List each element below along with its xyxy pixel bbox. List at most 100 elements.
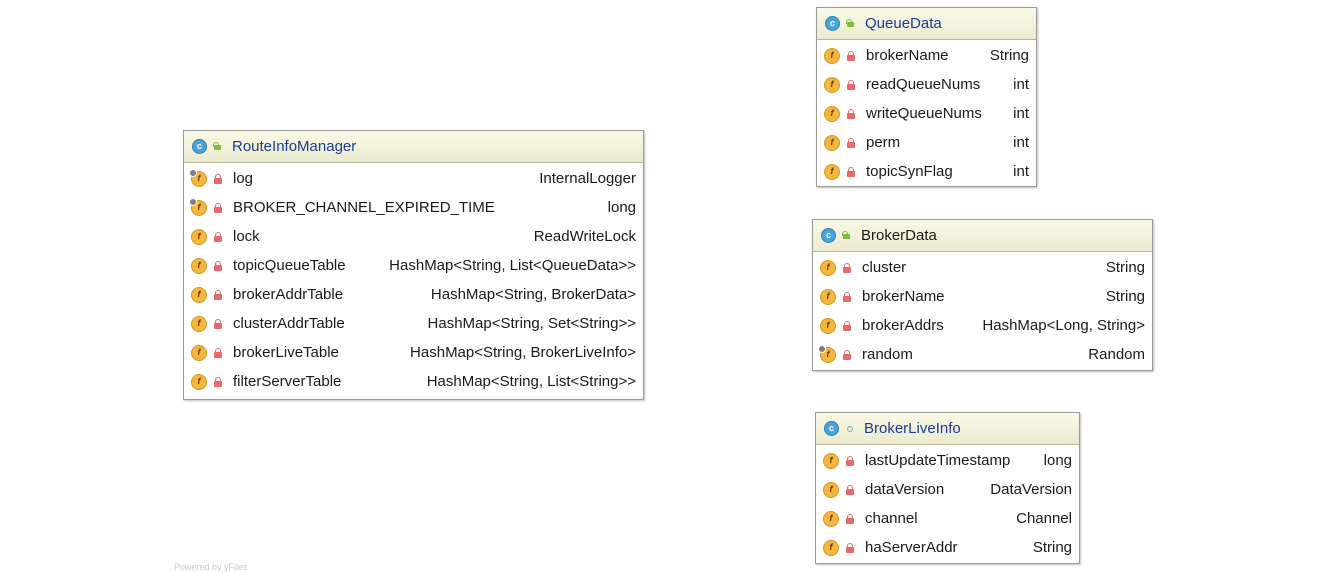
field-row[interactable]: f clusterAddrTable HashMap<String, Set<S… [184,309,643,338]
static-field-icon: f [189,197,207,216]
field-icon: f [191,257,207,274]
field-type: String [989,47,1029,64]
field-name: clusterAddrTable [233,315,345,332]
field-list: f log InternalLogger f BROKER_CHANNEL_EX… [184,163,643,396]
lock-icon [846,542,854,553]
field-name: BROKER_CHANNEL_EXPIRED_TIME [233,199,495,216]
field-row[interactable]: f brokerAddrTable HashMap<String, Broker… [184,280,643,309]
field-icon: f [191,228,207,245]
field-row[interactable]: f dataVersion DataVersion [816,475,1079,504]
field-row[interactable]: f brokerLiveTable HashMap<String, Broker… [184,338,643,367]
class-name: QueueData [865,15,942,32]
field-row[interactable]: f topicSynFlag int [817,157,1036,186]
class-card-broker-data[interactable]: c BrokerData f cluster String f brokerNa… [812,219,1153,371]
field-icon: f [820,259,836,276]
field-name: haServerAddr [865,539,958,556]
class-card-route-info-manager[interactable]: c RouteInfoManager f log InternalLogger … [183,130,644,400]
class-header: c BrokerLiveInfo [816,413,1079,445]
class-name: RouteInfoManager [232,138,357,155]
lock-icon [847,166,855,177]
field-name: topicQueueTable [233,257,346,274]
lock-icon [214,376,222,387]
field-name: lastUpdateTimestamp [865,452,1011,469]
field-type: DataVersion [990,481,1072,498]
field-icon: f [823,452,839,469]
field-icon: f [824,134,840,151]
class-icon: c [192,139,207,154]
field-list: f brokerName String f readQueueNums int … [817,40,1036,186]
field-name: brokerLiveTable [233,344,339,361]
unlock-icon [842,231,851,240]
package-dot-icon [845,424,854,433]
lock-icon [847,137,855,148]
field-type: int [1013,105,1029,122]
field-row[interactable]: f readQueueNums int [817,70,1036,99]
field-row[interactable]: f lastUpdateTimestamp long [816,446,1079,475]
field-row[interactable]: f lock ReadWriteLock [184,222,643,251]
field-type: long [1043,452,1072,469]
field-row[interactable]: f cluster String [813,253,1152,282]
field-type: int [1013,134,1029,151]
class-icon: c [825,16,840,31]
field-row[interactable]: f filterServerTable HashMap<String, List… [184,367,643,396]
field-icon: f [191,315,207,332]
powered-by-text: Powered by yFiles [174,562,248,572]
field-type: HashMap<String, BrokerLiveInfo> [410,344,636,361]
field-name: brokerName [866,47,949,64]
class-header: c RouteInfoManager [184,131,643,163]
field-row[interactable]: f topicQueueTable HashMap<String, List<Q… [184,251,643,280]
field-type: Random [1088,346,1145,363]
unlock-icon [213,142,222,151]
class-header: c BrokerData [813,220,1152,252]
field-icon: f [824,163,840,180]
field-row[interactable]: f haServerAddr String [816,533,1079,562]
field-icon: f [823,510,839,527]
field-name: filterServerTable [233,373,342,390]
field-row[interactable]: f random Random [813,340,1152,369]
field-type: String [1105,259,1145,276]
field-name: perm [866,134,901,151]
field-icon: f [191,286,207,303]
field-icon: f [824,47,840,64]
lock-icon [843,262,851,273]
field-name: brokerAddrTable [233,286,344,303]
class-name: BrokerData [861,227,937,244]
field-row[interactable]: f brokerName String [813,282,1152,311]
field-icon: f [823,481,839,498]
field-name: channel [865,510,918,527]
class-icon: c [824,421,839,436]
field-type: int [1013,76,1029,93]
class-header: c QueueData [817,8,1036,40]
field-icon: f [820,317,836,334]
lock-icon [843,291,851,302]
field-type: String [1105,288,1145,305]
class-card-broker-live-info[interactable]: c BrokerLiveInfo f lastUpdateTimestamp l… [815,412,1080,564]
field-type: HashMap<String, List<QueueData>> [389,257,636,274]
field-type: long [607,199,636,216]
static-field-icon: f [189,168,207,187]
field-type: HashMap<String, Set<String>> [427,315,636,332]
lock-icon [214,173,222,184]
field-type: HashMap<String, List<String>> [426,373,636,390]
lock-icon [847,108,855,119]
field-row[interactable]: f writeQueueNums int [817,99,1036,128]
lock-icon [847,50,855,61]
class-name: BrokerLiveInfo [864,420,961,437]
field-icon: f [820,288,836,305]
field-row[interactable]: f BROKER_CHANNEL_EXPIRED_TIME long [184,193,643,222]
field-row[interactable]: f brokerAddrs HashMap<Long, String> [813,311,1152,340]
field-row[interactable]: f perm int [817,128,1036,157]
field-name: random [862,346,913,363]
lock-icon [214,289,222,300]
field-row[interactable]: f channel Channel [816,504,1079,533]
lock-icon [214,318,222,329]
class-card-queue-data[interactable]: c QueueData f brokerName String f readQu… [816,7,1037,187]
field-name: brokerName [862,288,945,305]
field-type: InternalLogger [539,170,636,187]
field-name: readQueueNums [866,76,981,93]
lock-icon [214,347,222,358]
field-name: log [233,170,254,187]
field-row[interactable]: f brokerName String [817,41,1036,70]
field-name: cluster [862,259,907,276]
field-row[interactable]: f log InternalLogger [184,164,643,193]
